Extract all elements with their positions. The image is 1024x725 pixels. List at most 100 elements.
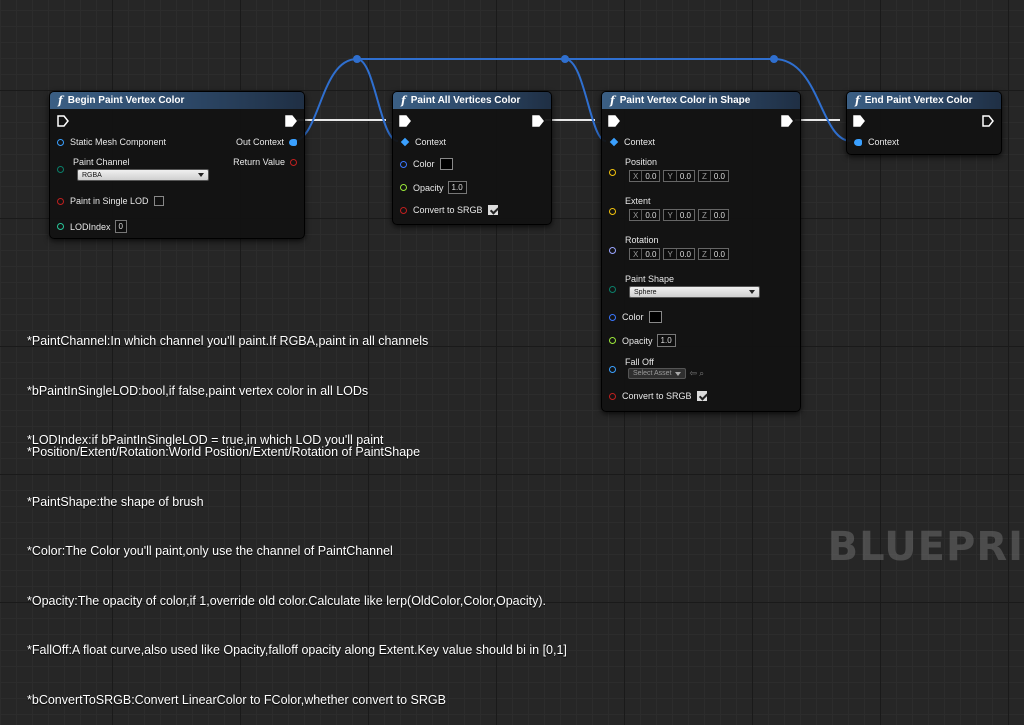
exec-in-pin[interactable] [399,115,411,127]
note-line: *Color:The Color you'll paint,only use t… [27,544,393,558]
vector-pin-icon[interactable] [609,169,616,176]
function-icon: f [610,94,615,107]
bool-pin-icon[interactable] [57,197,64,205]
notes-block-1: *PaintChannel:In which channel you'll pa… [27,300,428,465]
note-line: *LODIndex:if bPaintInSingleLOD = true,in… [27,433,384,447]
paint-channel-value: RGBA [82,171,102,179]
return-value-label: Return Value [233,157,285,167]
single-lod-checkbox[interactable] [153,196,164,206]
paint-channel-row [57,166,70,173]
lod-index-input[interactable]: 0 [114,220,127,233]
object-pin-icon[interactable] [609,366,616,373]
node-header[interactable]: f Paint All Vertices Color [393,92,551,109]
reroute-knot-3[interactable] [770,55,778,63]
exec-in-pin[interactable] [853,115,865,127]
function-icon: f [855,94,860,107]
exec-in-pin[interactable] [608,115,620,127]
opacity-row: Opacity 1.0 [400,181,467,194]
byte-pin-icon[interactable] [57,166,64,173]
select-asset-label: Select Asset [633,370,672,377]
arrow-left-icon[interactable]: ⇦ [689,368,698,378]
color-swatch[interactable] [439,158,453,170]
note-line: *PaintChannel:In which channel you'll pa… [27,334,429,348]
out-context-pin-icon[interactable] [289,138,297,146]
opacity-row: Opacity 1.0 [609,334,676,347]
opacity-label: Opacity [622,335,653,346]
paint-all-vertices-color-node[interactable]: f Paint All Vertices Color Context Color… [392,91,552,225]
paint-channel-dropdown[interactable]: RGBA [77,169,209,181]
begin-paint-vertex-color-node[interactable]: f Begin Paint Vertex Color Static Mesh C… [49,91,305,239]
return-value-row: Return Value [233,157,297,167]
position-label: Position [625,157,658,167]
exec-out-pin[interactable] [285,115,297,127]
select-asset-combo[interactable]: Select Asset [628,368,686,379]
node-header[interactable]: f Paint Vertex Color in Shape [602,92,800,109]
byte-pin-icon[interactable] [609,286,616,293]
function-icon: f [58,94,63,107]
paint-shape-label: Paint Shape [625,274,675,284]
note-line: *bConvertToSRGB:Convert LinearColor to F… [27,692,446,707]
float-pin-icon[interactable] [609,337,616,344]
bool-pin-icon[interactable] [400,206,407,214]
single-lod-label: Paint in Single LOD [70,196,149,206]
object-pin-icon[interactable] [57,138,64,146]
color-row: Color [609,311,662,323]
exec-out-pin[interactable] [781,115,793,127]
color-row: Color [400,158,453,170]
note-line: *PaintShape:the shape of brush [27,494,204,509]
context-pin-icon[interactable] [854,138,862,146]
float-pin-icon[interactable] [400,184,407,191]
node-header[interactable]: f Begin Paint Vertex Color [50,92,304,109]
reroute-knot-2[interactable] [561,55,569,63]
context-row: Context [400,137,446,147]
paint-vertex-color-in-shape-node[interactable]: f Paint Vertex Color in Shape Context Po… [601,91,801,412]
int-pin-icon[interactable] [57,223,64,230]
function-icon: f [401,94,406,107]
exec-in-pin[interactable] [57,115,69,127]
rotator-pin-icon[interactable] [609,247,616,254]
srgb-label: Convert to SRGB [622,391,692,401]
notes-block-2: *Position/Extent/Rotation:World Position… [27,411,567,725]
opacity-input[interactable]: 1.0 [447,181,467,194]
lod-index-row: LODIndex 0 [57,220,127,233]
srgb-checkbox[interactable] [487,205,498,215]
paint-shape-dropdown[interactable]: Sphere [629,286,760,298]
context-pin-icon[interactable] [609,137,619,147]
end-paint-vertex-color-node[interactable]: f End Paint Vertex Color Context [846,91,1002,155]
context-pin-icon[interactable] [400,137,410,147]
out-context-row: Out Context [236,137,297,147]
context-wire-4 [564,58,607,142]
context-row: Context [854,137,899,147]
color-label: Color [622,312,644,322]
color-swatch[interactable] [648,311,662,323]
srgb-checkbox[interactable] [696,391,707,401]
linear-color-pin-icon[interactable] [609,313,616,321]
linear-color-pin-icon[interactable] [400,160,407,168]
bool-pin-icon[interactable] [290,158,297,166]
chevron-down-icon [198,173,204,177]
opacity-label: Opacity [413,182,444,193]
reroute-knot-1[interactable] [353,55,361,63]
note-line: *Opacity:The opacity of color,if 1,overr… [27,593,546,608]
node-header[interactable]: f End Paint Vertex Color [847,92,1001,109]
vector-pin-icon[interactable] [609,208,616,215]
context-row: Context [609,137,655,147]
lod-index-label: LODIndex [70,221,111,232]
opacity-input[interactable]: 1.0 [656,334,676,347]
search-icon[interactable]: ⌕ [699,368,705,378]
exec-out-pin[interactable] [982,115,994,127]
exec-out-pin[interactable] [532,115,544,127]
rotation-label: Rotation [625,235,659,245]
paint-channel-label: Paint Channel [73,157,130,167]
bool-pin-icon[interactable] [609,392,616,400]
